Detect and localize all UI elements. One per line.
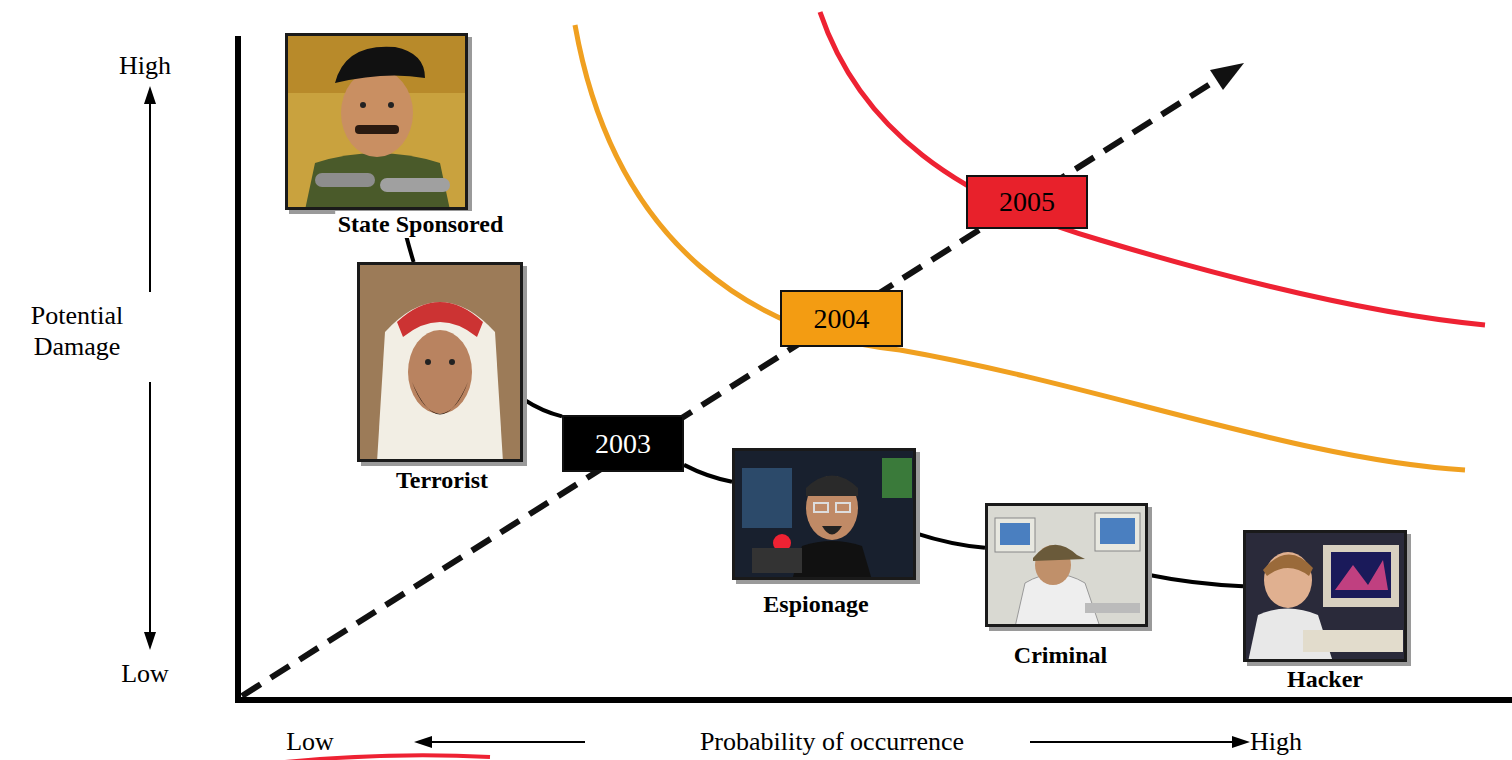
- threat-curve-segment: [523, 399, 562, 416]
- y-axis: [235, 36, 241, 703]
- connector-line: [523, 399, 562, 416]
- axis-title: Probability of occurrence: [622, 726, 1042, 757]
- terrorist-photo: Terrorist: [357, 262, 523, 462]
- trend-arrow: [242, 79, 1218, 696]
- axis-arrowhead: [414, 736, 432, 748]
- axis-arrowhead: [144, 632, 156, 650]
- 2005-curve: [820, 12, 1485, 325]
- axis-arrowhead: [144, 86, 156, 104]
- x-axis: [235, 697, 1512, 703]
- threat-caption: Hacker: [1284, 666, 1366, 693]
- axis-low: Low: [250, 726, 370, 757]
- axis-arrow: [149, 382, 151, 636]
- trend-arrowhead: [1210, 63, 1244, 90]
- connector-line: [1148, 575, 1243, 586]
- axis-high: High: [1226, 726, 1326, 757]
- threat-curve-segment: [1148, 575, 1243, 586]
- espionage-picture: [732, 448, 916, 580]
- year-box: 2005: [966, 175, 1088, 229]
- axis-high: High: [85, 50, 205, 81]
- red-arc: [285, 755, 490, 760]
- year-text: 2003: [595, 428, 651, 460]
- state-sponsored-picture: [285, 33, 468, 210]
- threat-caption: State Sponsored: [335, 211, 507, 238]
- threat-curve-segment: [916, 533, 985, 548]
- criminal-photo: Criminal: [985, 503, 1148, 627]
- threat-caption: Espionage: [760, 591, 871, 618]
- terrorist-picture: [357, 262, 523, 462]
- year-box: 2004: [780, 290, 903, 347]
- axis-low: Low: [85, 658, 205, 689]
- axis-arrow: [1030, 741, 1234, 743]
- espionage-photo: Espionage: [732, 448, 916, 580]
- year-box: 2003: [562, 415, 684, 472]
- threat-caption: Criminal: [1011, 642, 1110, 669]
- axis-arrowhead: [1232, 736, 1250, 748]
- threat-caption: Terrorist: [393, 467, 491, 494]
- threat-curve-segment: [684, 465, 732, 482]
- hacker-photo: Hacker: [1243, 530, 1407, 662]
- state-sponsored-photo: State Sponsored: [285, 33, 468, 210]
- axis-arrow: [149, 100, 151, 292]
- year-text: 2004: [814, 303, 870, 335]
- axis-arrow: [430, 741, 585, 743]
- criminal-picture: [985, 503, 1148, 627]
- connector-line: [684, 465, 732, 482]
- axis-title: Potential Damage: [10, 300, 145, 362]
- hacker-picture: [1243, 530, 1407, 662]
- year-text: 2005: [999, 186, 1055, 218]
- connector-line: [916, 533, 985, 548]
